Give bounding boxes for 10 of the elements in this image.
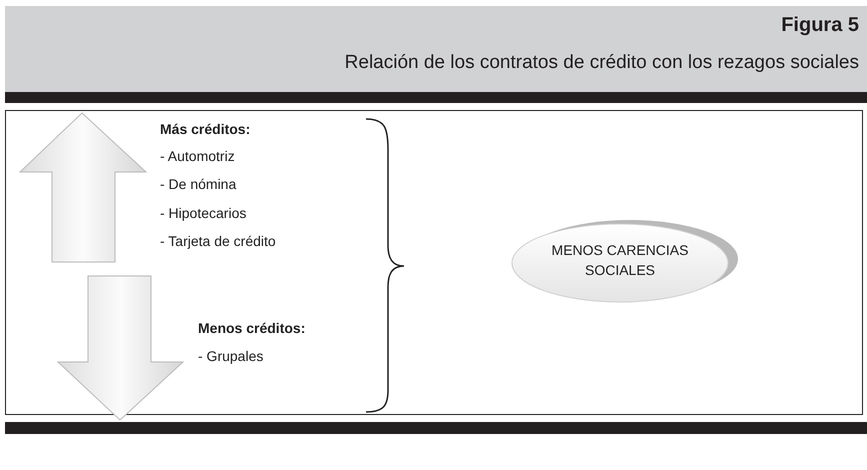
list-heading: Menos créditos: xyxy=(198,320,306,336)
list-item: - Hipotecarios xyxy=(160,205,246,221)
list-item: - Grupales xyxy=(198,348,264,364)
list-item: - De nómina xyxy=(160,176,236,192)
list-item: - Tarjeta de crédito xyxy=(160,233,276,249)
figure-title: Figura 5 xyxy=(781,14,859,37)
figure-caption: Relación de los contratos de crédito con los rezagos sociales xyxy=(344,52,859,74)
list-item: - Automotriz xyxy=(160,148,235,164)
list-heading: Más créditos: xyxy=(160,121,250,137)
node-label: MENOS CARENCIAS SOCIALES xyxy=(550,241,690,280)
